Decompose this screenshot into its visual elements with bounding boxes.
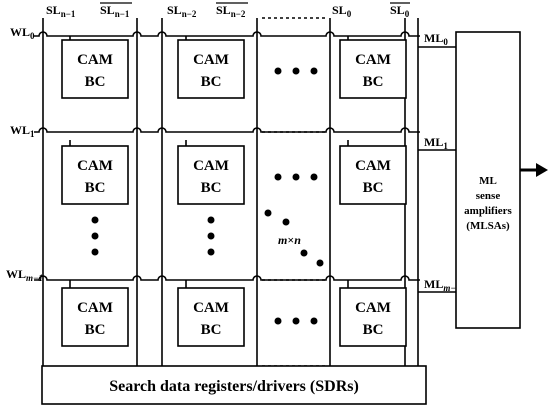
- cam-cell-line2: BC: [201, 180, 222, 196]
- word-line-wire: [34, 127, 420, 133]
- cam-cell: CAM BC: [177, 36, 245, 99]
- cam-cell-line2: BC: [85, 74, 106, 90]
- mlsa-label-line: amplifiers: [464, 205, 512, 217]
- cam-cell-line1: CAM: [193, 300, 229, 316]
- mlsa-label-line: (MLSAs): [466, 220, 510, 232]
- cam-cell-line2: BC: [363, 74, 384, 90]
- cam-cell-line2: BC: [201, 74, 222, 90]
- output-arrow: [520, 163, 548, 177]
- match-line-label: MLm−1: [424, 277, 460, 293]
- cam-cell-line2: BC: [363, 322, 384, 338]
- ellipsis-dot: [264, 209, 272, 217]
- word-line-label: WL1: [10, 123, 35, 139]
- cam-cell-box: [339, 39, 407, 99]
- cam-cell: CAM BC: [177, 280, 245, 347]
- sdr-block: [41, 365, 427, 405]
- cam-cell-line1: CAM: [193, 158, 229, 174]
- row-wires: [34, 17, 456, 367]
- match-line-label: ML0: [424, 31, 448, 47]
- cam-cell-line2: BC: [363, 180, 384, 196]
- cam-cell-box: [339, 145, 407, 205]
- search-line-label: SLn−1: [46, 3, 76, 19]
- ellipsis-dot: [292, 317, 300, 325]
- ellipsis-dot: [207, 248, 215, 256]
- cam-cell-box: [339, 287, 407, 347]
- mlsa-label: ML sense amplifiers (MLSAs): [464, 175, 512, 232]
- cam-cell-line1: CAM: [355, 158, 391, 174]
- cam-cell-line1: CAM: [77, 300, 113, 316]
- mlsa-block: [455, 31, 521, 329]
- cam-cell-box: [177, 145, 245, 205]
- sdr-label: Search data registers/drivers (SDRs): [109, 378, 359, 395]
- cam-cell-box: [61, 145, 129, 205]
- search-line-label: SLn−2: [167, 3, 197, 19]
- ellipsis-dot: [292, 67, 300, 75]
- search-line-label: SLn−1: [100, 3, 130, 19]
- cam-cell-line1: CAM: [77, 52, 113, 68]
- cam-cell-box: [177, 287, 245, 347]
- ellipsis-dots: [91, 67, 324, 325]
- array-size-label: m×n: [278, 233, 301, 247]
- ellipsis-dot: [91, 248, 99, 256]
- search-line-labels: SLn−1 SLn−1 SLn−2 SLn−2 SL0 SL0: [46, 2, 410, 19]
- ellipsis-dot: [310, 317, 318, 325]
- cam-cell: CAM BC: [339, 36, 407, 99]
- cam-cell: CAM BC: [177, 140, 245, 205]
- cam-cell-line1: CAM: [355, 52, 391, 68]
- cam-cell: CAM BC: [61, 280, 129, 347]
- cam-cell: CAM BC: [61, 140, 129, 205]
- ellipsis-dot: [316, 259, 324, 267]
- search-line-label: SLn−2: [216, 3, 246, 19]
- cam-cell-box: [61, 39, 129, 99]
- ellipsis-dot: [274, 317, 282, 325]
- word-line-wire: [34, 275, 420, 281]
- search-line-label: SL0: [332, 3, 352, 19]
- ellipsis-dot: [310, 173, 318, 181]
- cam-cell-line2: BC: [85, 180, 106, 196]
- ellipsis-dot: [207, 232, 215, 240]
- word-line-wire: [34, 31, 420, 37]
- cam-cell: CAM BC: [339, 140, 407, 205]
- cam-cell-line2: BC: [201, 322, 222, 338]
- cam-cell-line1: CAM: [355, 300, 391, 316]
- ellipsis-dot: [207, 216, 215, 224]
- cam-cell-line1: CAM: [193, 52, 229, 68]
- cam-cell-line1: CAM: [77, 158, 113, 174]
- match-line-label: ML1: [424, 135, 448, 151]
- cam-cell-line2: BC: [85, 322, 106, 338]
- cam-cell: CAM BC: [339, 280, 407, 347]
- ellipsis-dot: [282, 218, 290, 226]
- word-line-label: WLm−1: [6, 267, 43, 283]
- cam-cell-grid: CAM BC CAM BC CAM BC CAM BC CAM BC CAM BC CAM BC CAM BC…: [61, 36, 407, 347]
- mlsa-label-line: sense: [476, 190, 501, 202]
- ellipsis-dot: [274, 173, 282, 181]
- word-line-label: WL0: [10, 25, 35, 41]
- ellipsis-dot: [91, 216, 99, 224]
- cam-cell: CAM BC: [61, 36, 129, 99]
- ellipsis-dot: [91, 232, 99, 240]
- ellipsis-dot: [292, 173, 300, 181]
- cam-cell-box: [61, 287, 129, 347]
- cam-cell-box: [177, 39, 245, 99]
- ellipsis-dot: [310, 67, 318, 75]
- ellipsis-dot: [274, 67, 282, 75]
- ellipsis-dot: [300, 249, 308, 257]
- search-line-label: SL0: [390, 3, 410, 19]
- mlsa-label-line: ML: [479, 175, 497, 187]
